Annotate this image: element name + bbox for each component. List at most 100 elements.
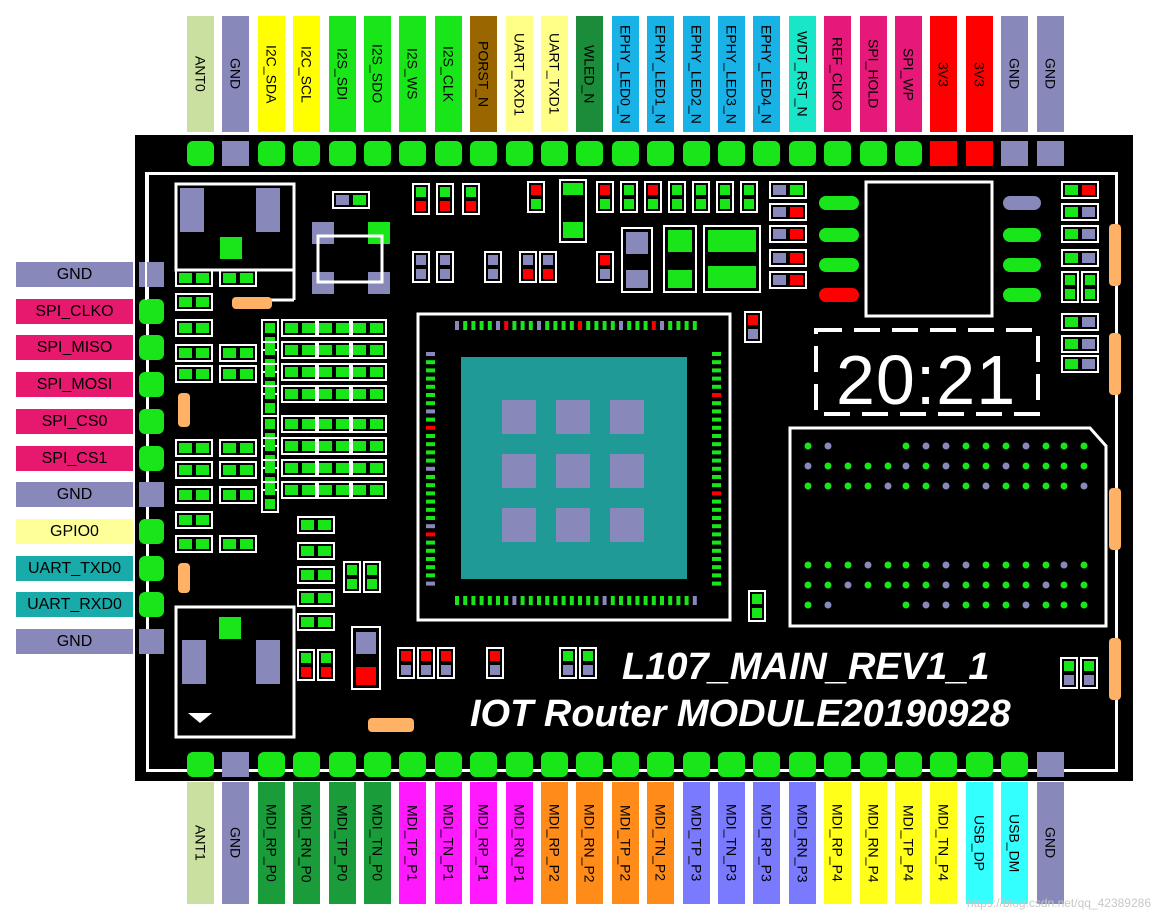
passive-pad [179,539,192,549]
top-edge-pad [329,141,356,166]
soc-pin [504,321,509,330]
soc-pin [487,321,492,330]
soc-ground-pad [502,400,536,434]
left-pin-label: SPI_MISO [16,335,133,360]
bottom-edge-pad [895,752,922,777]
soc-pin [712,360,721,365]
top-pin-label: I2S_CLK [435,16,462,132]
passive-pad [336,419,349,429]
bottom-pin-label: MDI_TN_P3 [718,782,745,904]
top-edge-pad [789,141,816,166]
passive-outline [744,311,762,343]
top-edge-pad [647,141,674,166]
soc-pin [487,596,492,605]
led-pad [819,196,859,210]
passive-outline [769,249,807,267]
passive-outline [644,181,662,213]
bottom-pin-label: GND [222,782,249,904]
diode-outline [663,225,697,293]
passive-outline [219,365,257,383]
soc-pin [426,540,435,545]
left-edge-pad [139,409,164,434]
top-edge-pad [187,141,214,166]
passive-outline [281,341,319,359]
ddr-ball [844,482,852,490]
left-edge-pad [139,556,164,581]
top-pin-label: ANT0 [187,16,214,132]
passive-pad [720,199,730,209]
passive-pad [353,419,366,429]
passive-pad [421,651,431,661]
passive-pad [240,369,253,379]
passive-pad [648,185,658,195]
passive-outline [343,561,361,593]
diode-pad [668,270,692,288]
passive-pad [265,419,275,429]
passive-pad [318,617,331,627]
ddr-ball [902,482,910,490]
ddr-ball [962,601,970,609]
soc-pin [426,499,435,504]
soc-pin [569,596,574,605]
soc-pin [471,321,476,330]
passive-outline [297,516,335,534]
soc-pin [528,321,533,330]
ddr-ball [942,462,950,470]
passive-outline [349,481,387,499]
bottom-edge-pad [683,752,710,777]
soc-pin [553,321,558,330]
top-edge-pad [612,141,639,166]
ddr-ball [942,601,950,609]
passive-pad [318,593,331,603]
passive-outline [261,385,279,417]
ddr-ball [804,482,812,490]
passive-pad [223,369,236,379]
top-edge-pad [541,141,568,166]
passive-pad [240,465,253,475]
orange-pad [232,297,272,309]
passive-pad [285,463,298,473]
passive-pad [1065,229,1078,239]
soc-pin [426,466,435,471]
top-pin-label: GND [222,16,249,132]
passive-pad [421,665,431,675]
ddr-ball [1022,482,1030,490]
soc-pin [619,321,623,330]
ddr-ball [962,442,970,450]
ddr-ball [902,601,910,609]
passive-pad [583,665,593,675]
passive-pad [196,443,209,453]
passive-pad [179,348,192,358]
passive-pad [370,485,383,495]
passive-pad [319,485,332,495]
passive-outline [297,542,335,560]
top-pin-label: 3V3 [966,16,993,132]
soc-pin [426,352,435,356]
top-pin-label: WLED_N [576,16,603,132]
passive-outline [349,459,387,477]
bottom-edge-pad [1001,752,1028,777]
passive-outline [315,341,353,359]
passive-pad [240,539,253,549]
ddr-ball [962,561,970,569]
bottom-edge-pad [222,752,249,777]
inductor-outline [703,225,761,293]
bottom-edge-pad [789,752,816,777]
passive-pad [301,570,314,580]
ddr-ball [1002,601,1010,609]
left-pin-label: GPIO0 [16,519,133,544]
passive-pad [370,367,383,377]
passive-pad [285,345,298,355]
ddr-ball [1042,482,1050,490]
passive-pad [773,229,786,239]
bottom-edge-pad [576,752,603,777]
passive-pad [301,520,314,530]
soc-pin [712,491,721,496]
soc-pin [426,425,435,430]
bottom-edge-pad [258,752,285,777]
top-pin-label: WDT_RST_N [789,16,816,132]
ddr-ball [982,462,990,470]
passive-pad [466,201,476,211]
passive-pad [583,651,593,661]
passive-pad [301,667,311,677]
